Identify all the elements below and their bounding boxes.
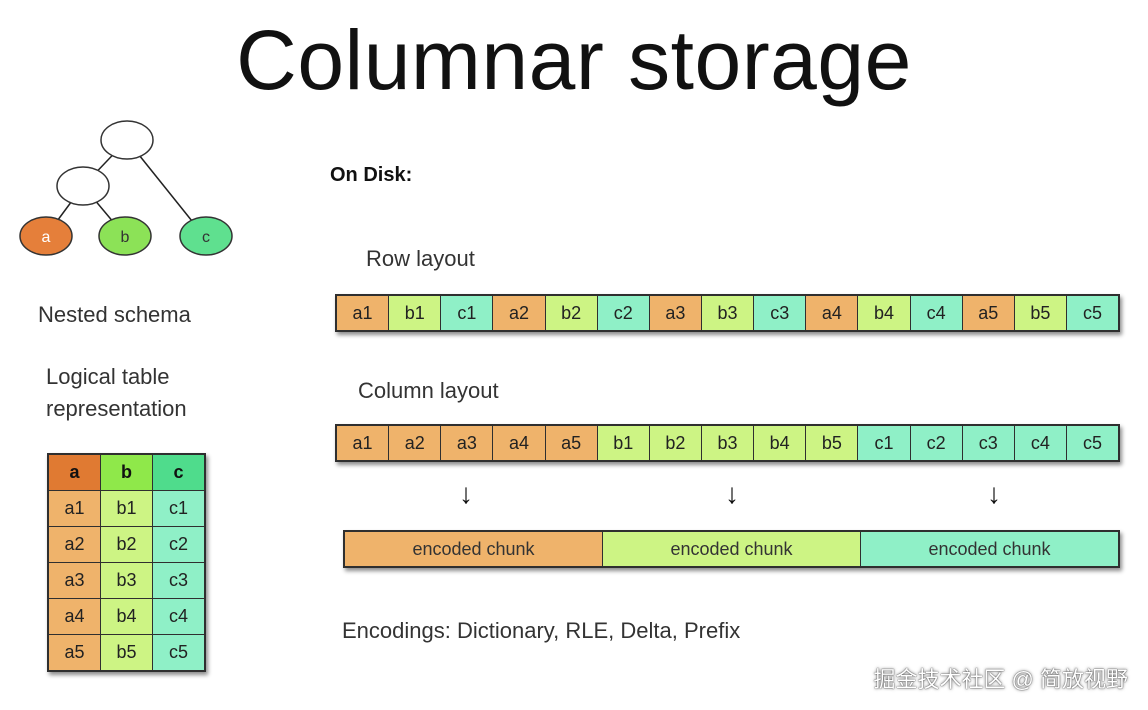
encodings-label: Encodings: Dictionary, RLE, Delta, Prefi… bbox=[342, 618, 741, 643]
column-layout-cell: c4 bbox=[1014, 426, 1067, 460]
row-layout-cell: b2 bbox=[545, 296, 598, 330]
logical-table-header-row: a b c bbox=[47, 453, 206, 491]
down-arrow-icon: ↓ bbox=[987, 478, 1001, 509]
column-layout-cell: a5 bbox=[545, 426, 598, 460]
column-layout-strip: a1 a2 a3 a4 a5 b1 b2 b3 b4 b5 c1 c2 c3 c… bbox=[335, 424, 1120, 462]
tree-internal-node bbox=[56, 166, 110, 206]
watermark: 掘金技术社区 @ 简放视野 bbox=[873, 667, 1128, 692]
column-layout-cell: b4 bbox=[754, 426, 807, 460]
column-layout-cell: a4 bbox=[493, 426, 546, 460]
row-layout-cell: c2 bbox=[597, 296, 650, 330]
column-layout-cell: c3 bbox=[962, 426, 1015, 460]
column-layout-cell: b5 bbox=[806, 426, 859, 460]
tree-node-c-label: c bbox=[202, 229, 210, 246]
row-layout-cell: a1 bbox=[337, 296, 390, 330]
column-layout-cell: c5 bbox=[1066, 426, 1119, 460]
column-layout-cell: b1 bbox=[597, 426, 650, 460]
table-cell: b1 bbox=[100, 490, 153, 527]
table-row: a3 b3 c3 bbox=[47, 562, 206, 599]
encoded-chunk-b: encoded chunk bbox=[603, 532, 861, 566]
table-cell: b5 bbox=[100, 634, 153, 672]
table-row: a1 b1 c1 bbox=[47, 490, 206, 527]
row-layout-cell: c3 bbox=[754, 296, 807, 330]
logical-table-header-a: a bbox=[47, 453, 101, 491]
row-layout-cell: a5 bbox=[962, 296, 1015, 330]
row-layout-cell: c5 bbox=[1066, 296, 1119, 330]
column-layout-cell: b2 bbox=[649, 426, 702, 460]
nested-schema-tree: a b c bbox=[19, 120, 233, 256]
tree-node-a-label: a bbox=[42, 229, 51, 246]
row-layout-cell: c4 bbox=[910, 296, 963, 330]
tree-node-a bbox=[19, 216, 73, 256]
row-layout-cell: b4 bbox=[858, 296, 911, 330]
table-cell: a5 bbox=[47, 634, 101, 672]
table-row: a5 b5 c5 bbox=[47, 634, 206, 672]
encoded-chunk-c: encoded chunk bbox=[861, 532, 1118, 566]
row-layout-cell: a4 bbox=[806, 296, 859, 330]
row-layout-cell: c1 bbox=[441, 296, 494, 330]
tree-node-c bbox=[179, 216, 233, 256]
table-cell: a4 bbox=[47, 598, 101, 635]
column-layout-cell: c2 bbox=[910, 426, 963, 460]
table-cell: c3 bbox=[152, 562, 206, 599]
table-cell: a3 bbox=[47, 562, 101, 599]
tree-root-node bbox=[100, 120, 154, 160]
table-cell: b4 bbox=[100, 598, 153, 635]
column-layout-cell: a1 bbox=[337, 426, 390, 460]
tree-node-b-label: b bbox=[121, 229, 130, 246]
row-layout-cell: b1 bbox=[389, 296, 442, 330]
down-arrow-icon: ↓ bbox=[725, 478, 739, 509]
row-layout-label: Row layout bbox=[366, 246, 475, 271]
logical-table-label-line1: Logical table bbox=[46, 364, 170, 389]
column-layout-label: Column layout bbox=[358, 378, 499, 403]
logical-table-label-line2: representation bbox=[46, 396, 187, 421]
logical-table-header-b: b bbox=[100, 453, 153, 491]
encoded-chunk-a: encoded chunk bbox=[345, 532, 603, 566]
column-layout-cell: b3 bbox=[701, 426, 755, 460]
table-cell: c1 bbox=[152, 490, 206, 527]
logical-table-header-c: c bbox=[152, 453, 206, 491]
table-cell: c5 bbox=[152, 634, 206, 672]
logical-table: a b c a1 b1 c1 a2 b2 c2 a3 b3 c3 a4 b4 c… bbox=[47, 453, 206, 672]
nested-schema-label: Nested schema bbox=[38, 302, 191, 327]
row-layout-cell: b3 bbox=[701, 296, 755, 330]
down-arrow-icon: ↓ bbox=[459, 478, 473, 509]
row-layout-cell: a3 bbox=[649, 296, 702, 330]
row-layout-strip: a1 b1 c1 a2 b2 c2 a3 b3 c3 a4 b4 c4 a5 b… bbox=[335, 294, 1120, 332]
table-cell: b3 bbox=[100, 562, 153, 599]
table-cell: c2 bbox=[152, 526, 206, 563]
row-layout-cell: a2 bbox=[493, 296, 546, 330]
page-title: Columnar storage bbox=[236, 13, 912, 107]
on-disk-heading: On Disk: bbox=[330, 164, 413, 186]
encoded-chunks-strip: encoded chunk encoded chunk encoded chun… bbox=[343, 530, 1120, 568]
table-cell: a2 bbox=[47, 526, 101, 563]
row-layout-cell: b5 bbox=[1014, 296, 1067, 330]
column-layout-cell: c1 bbox=[858, 426, 911, 460]
column-layout-cell: a3 bbox=[441, 426, 494, 460]
table-cell: c4 bbox=[152, 598, 206, 635]
column-layout-cell: a2 bbox=[389, 426, 442, 460]
table-row: a4 b4 c4 bbox=[47, 598, 206, 635]
tree-node-b bbox=[98, 216, 152, 256]
table-row: a2 b2 c2 bbox=[47, 526, 206, 563]
table-cell: a1 bbox=[47, 490, 101, 527]
table-cell: b2 bbox=[100, 526, 153, 563]
